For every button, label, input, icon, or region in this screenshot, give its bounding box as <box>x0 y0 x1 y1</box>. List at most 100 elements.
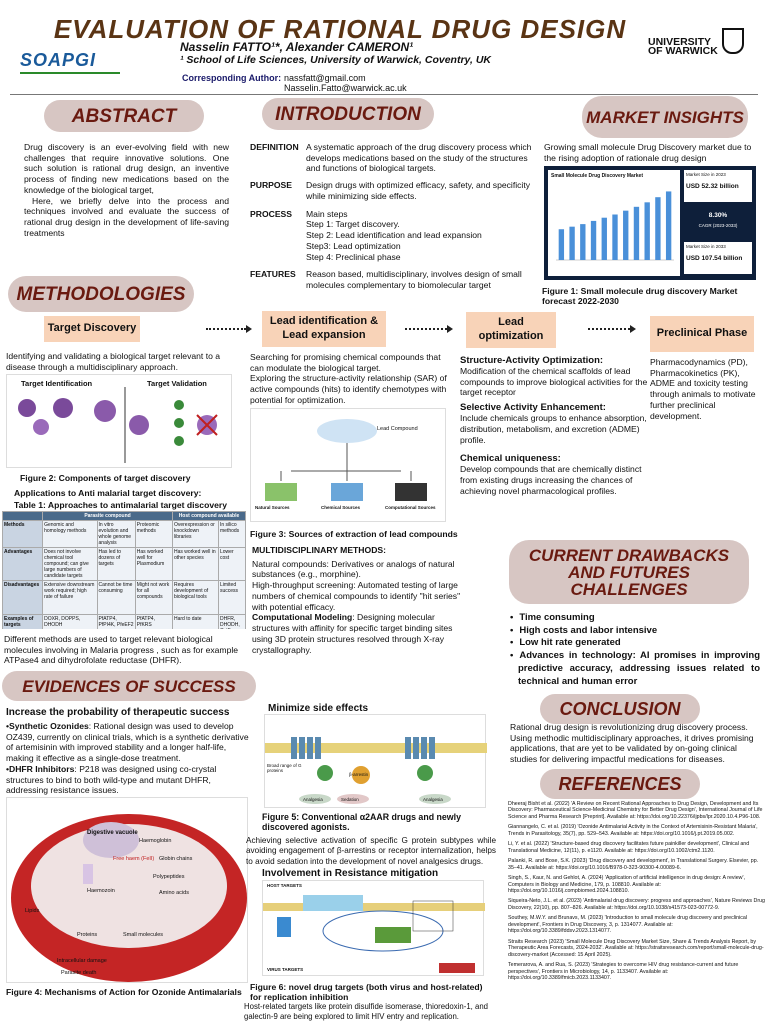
dhfr-text: : P218 was designed using co-crystal str… <box>6 763 217 796</box>
header-divider <box>10 94 758 95</box>
fig4-label: Haemozoin <box>87 888 115 894</box>
table-cell: Lower cost <box>218 547 246 581</box>
ozonides-item: •Synthetic Ozonides: Rational design was… <box>6 721 250 764</box>
corresponding-email-1[interactable]: nassfatt@gmail.com <box>284 73 366 83</box>
table-cell: Proteomic methods <box>134 520 173 548</box>
conclusion-text: Rational drug design is revolutionizing … <box>510 722 754 765</box>
sae-heading: Selective Activity Enhancement: <box>460 402 606 414</box>
lead-identification-text: Searching for promising chemical compoun… <box>250 352 447 405</box>
fig5-label: Sedation <box>341 797 359 802</box>
drawback-item: Time consuming <box>510 612 760 625</box>
table-cell: DHFR, DHODH, CytB <box>218 614 246 629</box>
reference-item: Singh, S., Kaur, N. and Gehlot, A. (2024… <box>508 875 745 894</box>
drawback-item: High costs and labor intensive <box>510 625 760 638</box>
fig5-label: Analgesia <box>423 797 443 802</box>
market-bar-chart <box>556 191 674 261</box>
dhfr-label: •DHFR Inhibitors <box>6 763 75 774</box>
ozonides-text: : Rational design was used to develop OZ… <box>6 721 249 764</box>
applications-heading: Applications to Anti malarial target dis… <box>14 488 202 498</box>
figure-3-caption: Figure 3: Sources of extraction of lead … <box>250 529 458 539</box>
table-cell: In vitro evolution and whole genome anal… <box>96 520 136 548</box>
figure-6-diagram: HOST TARGETS VIRUS TARGETS <box>262 880 485 976</box>
market-chart-title: Small Molecule Drug Discovery Market <box>551 173 643 179</box>
soapgi-logo-text: SOAPGI <box>20 50 97 70</box>
table-cell: In silico methods <box>218 520 246 548</box>
kpi-2023-value: USD 52.32 billion <box>686 183 739 190</box>
reference-item: Temerarova, A. and Rua, S. (2023) 'Strat… <box>508 962 739 981</box>
target-discovery-text: Identifying and validating a biological … <box>6 351 221 372</box>
virus-targets-label: VIRUS TARGETS <box>267 967 304 972</box>
arrow-right-icon <box>206 325 252 333</box>
reference-item: Southey, M.W.Y. and Brunavs, M. (2023) '… <box>508 915 747 935</box>
ozonides-label: •Synthetic Ozonides <box>6 721 89 731</box>
multidisciplinary-heading: MULTIDISCIPLINARY METHODS: <box>252 545 386 555</box>
sao-text: Modification of the chemical scaffolds o… <box>460 366 648 398</box>
warwick-crest-icon <box>722 28 744 54</box>
intro-row-process: PROCESS Main steps Step 1: Target discov… <box>250 209 535 263</box>
market-bar <box>665 191 672 260</box>
figure-1-caption: Figure 1: Small molecule drug discovery … <box>542 286 738 306</box>
chemical-sources-label: Chemical Sources <box>321 505 361 510</box>
step-lead-optimization: Lead optimization <box>466 312 556 348</box>
fig4-label: Amino acids <box>159 890 189 896</box>
drawbacks-heading: CURRENT DRAWBACKS AND FUTURES CHALLENGES <box>509 540 749 604</box>
intro-text: Main steps Step 1: Target discovery. Ste… <box>306 208 482 262</box>
table-cell: Hard to date <box>171 614 220 629</box>
figure-5-caption: Figure 5: Conventional α2AAR drugs and n… <box>262 812 461 832</box>
multidisciplinary-methods: MULTIDISCIPLINARY METHODS: Natural compo… <box>252 545 466 655</box>
table-1-caption: Table 1: Approaches to antimalarial targ… <box>14 500 228 510</box>
conclusion-heading: CONCLUSION <box>540 694 700 724</box>
introduction-rows: DEFINITION A systematic approach of the … <box>250 142 535 291</box>
market-bar <box>569 226 575 260</box>
abstract-paragraph-1: Drug discovery is an ever-evolving field… <box>24 142 229 195</box>
intro-row-purpose: PURPOSE Design drugs with optimized effi… <box>250 180 535 201</box>
kpi-2033-value: USD 107.54 billion <box>686 255 743 262</box>
corresponding-email-2[interactable]: Nasselin.Fatto@warwick.ac.uk <box>284 83 407 93</box>
hts-text: High-throughput screening: Automated tes… <box>252 580 461 612</box>
table-cell: Disadvantages <box>2 580 44 615</box>
warwick-logo: UNIVERSITY OF WARWICK <box>648 36 718 57</box>
figure-4-diagram: Digestive vacuole Haemoglobin Free haem … <box>6 797 248 983</box>
table-cell: DOXR, DOPPS, DHODH <box>42 614 98 629</box>
intro-label: FEATURES <box>250 269 296 280</box>
market-bar <box>558 229 565 260</box>
natural-compounds-text: Natural compounds: Derivatives or analog… <box>252 558 455 580</box>
methodologies-heading: METHODOLOGIES <box>8 276 194 312</box>
table-cell: Extensive downstream work required; high… <box>42 580 98 615</box>
intro-label: PURPOSE <box>250 180 293 191</box>
computational-sources-label: Computational Sources <box>385 505 436 510</box>
table-cell: Examples of targets <box>2 614 44 629</box>
target-validation-label: Target Validation <box>147 379 207 388</box>
evidence-subheading-resistance: Involvement in Resistance mitigation <box>262 868 439 879</box>
intro-text: Design drugs with optimized efficacy, sa… <box>306 180 531 201</box>
computational-modeling-text: : Designing molecular structures with af… <box>252 612 453 655</box>
table-cell: Might not work for all compounds <box>134 580 173 615</box>
market-bar <box>633 206 640 260</box>
introduction-heading: INTRODUCTION <box>262 98 434 130</box>
drawbacks-list: Time consuming High costs and labor inte… <box>510 612 760 688</box>
fig5-label: Broad range of G proteins <box>267 763 302 773</box>
intro-text: Reason based, multidisciplinary, involve… <box>306 269 522 291</box>
warwick-logo-line1: UNIVERSITY <box>648 36 712 48</box>
evidence-subheading-side-effects: Minimize side effects <box>268 703 369 714</box>
table-cell: Requires development of biological tools <box>171 580 220 615</box>
step-preclinical-phase: Preclinical Phase <box>650 316 754 352</box>
kpi-2033-label: Market Size in 2033 <box>686 244 726 249</box>
arrow-right-icon <box>405 325 453 333</box>
table-cell: Does not involve chemical tool compound;… <box>42 547 98 581</box>
fig4-label: Digestive vacuole <box>87 830 138 836</box>
table-cell: Advantages <box>2 547 44 581</box>
soapgi-logo: SOAPGI <box>20 50 120 74</box>
figure-5-diagram: Broad range of G proteins β-arrestin Ana… <box>264 714 487 808</box>
abstract-heading: ABSTRACT <box>44 100 204 132</box>
computational-modeling-label: Computational Modeling <box>252 612 353 623</box>
table-cell: PfATP4, PfPI4K, PfeEF2 <box>96 614 136 629</box>
resistance-text: Host-related targets like protein disulf… <box>244 1002 488 1021</box>
market-bar <box>601 217 607 260</box>
table-cell: Cannot be time consuming <box>96 580 136 615</box>
fig4-label: Haemoglobin <box>139 838 172 844</box>
table-cell: Has worked well in other species <box>171 547 220 581</box>
market-bar <box>655 197 661 260</box>
sae-text: Include chemicals groups to enhance abso… <box>460 413 647 445</box>
intro-row-features: FEATURES Reason based, multidisciplinary… <box>250 269 535 290</box>
